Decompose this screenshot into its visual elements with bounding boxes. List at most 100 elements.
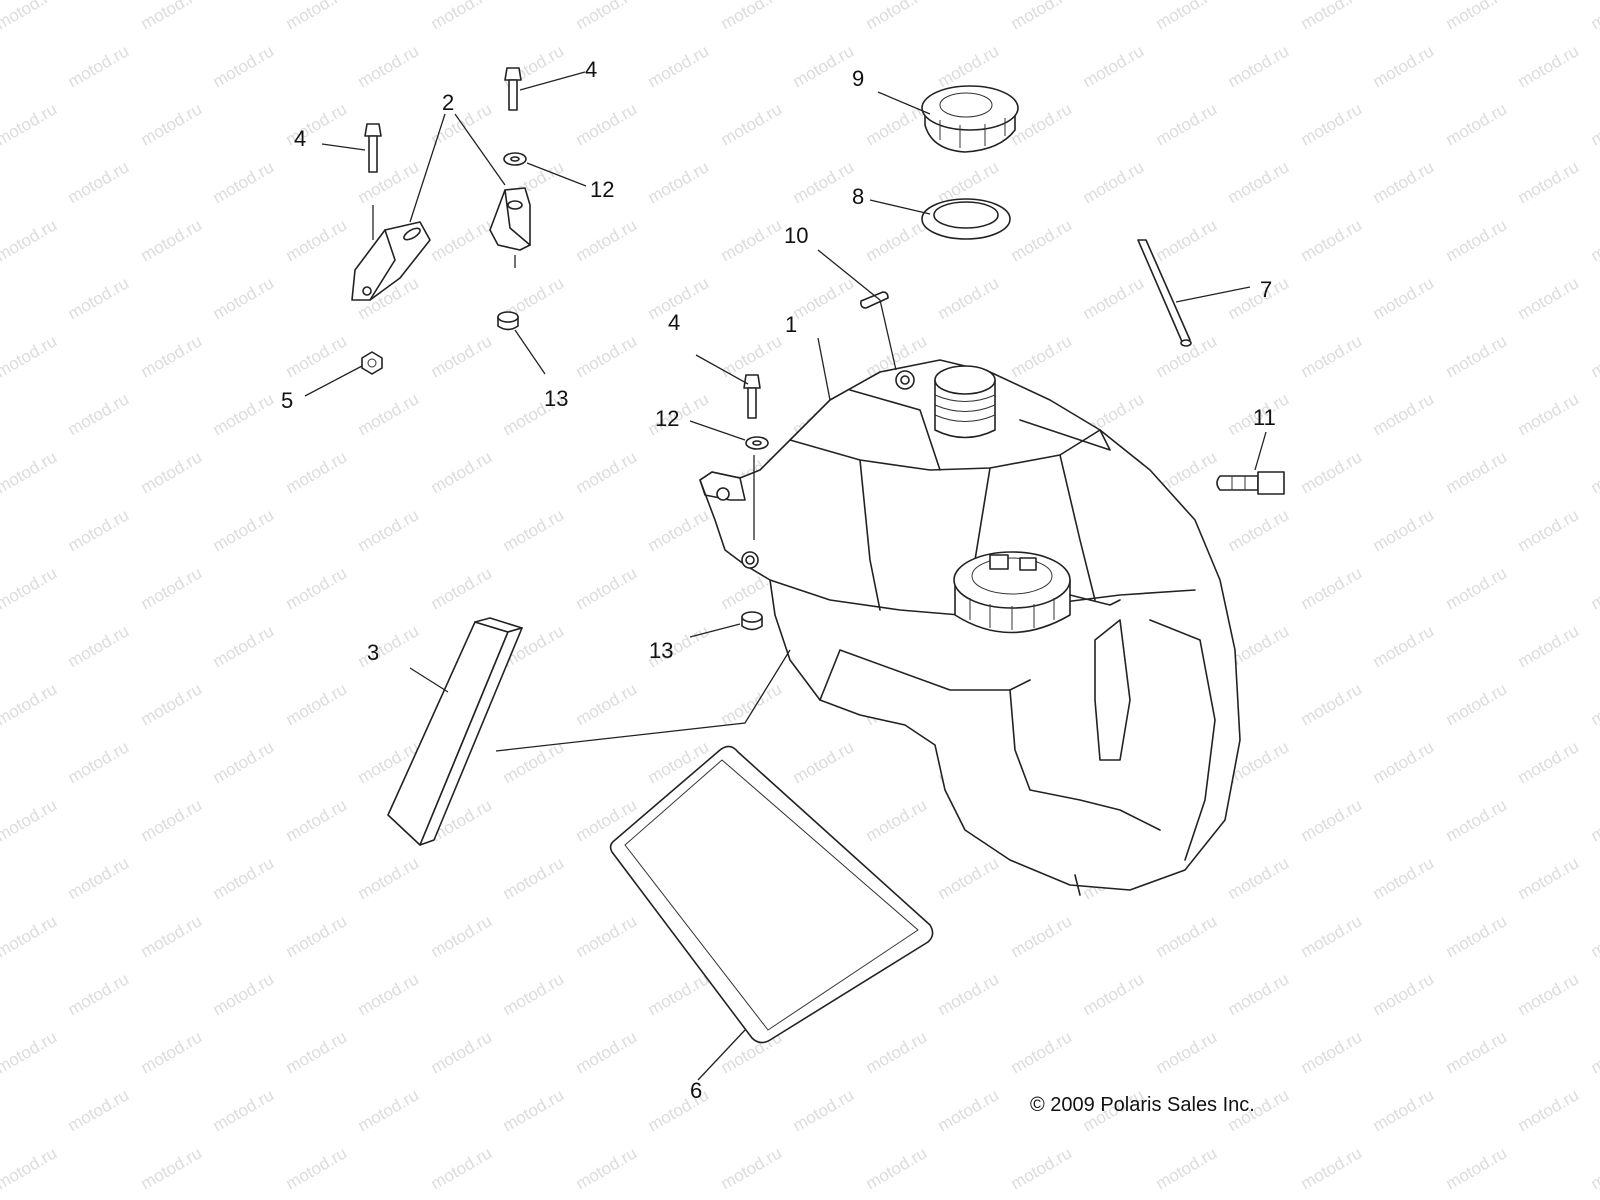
watermark-text: motod.ru	[790, 1085, 858, 1135]
watermark-text: motod.ru	[718, 1143, 786, 1193]
watermark-text: motod.ru	[283, 563, 351, 613]
watermark-text: motod.ru	[0, 795, 60, 845]
watermark-text: motod.ru	[1515, 621, 1583, 671]
watermark-text: motod.ru	[1153, 1027, 1221, 1077]
watermark-text: motod.ru	[210, 969, 278, 1019]
watermark-text: motod.ru	[500, 969, 568, 1019]
watermark-text: motod.ru	[1588, 795, 1600, 845]
watermark-text: motod.ru	[0, 0, 60, 33]
watermark-text: motod.ru	[1443, 1027, 1511, 1077]
watermark-text: motod.ru	[210, 157, 278, 207]
watermark-text: motod.ru	[935, 969, 1003, 1019]
watermark-text: motod.ru	[428, 331, 496, 381]
watermark-text: motod.ru	[1298, 331, 1366, 381]
watermark-text: motod.ru	[863, 795, 931, 845]
watermark-text: motod.ru	[1443, 679, 1511, 729]
watermark-text: motod.ru	[1153, 911, 1221, 961]
watermark-text: motod.ru	[1515, 505, 1583, 555]
watermark-text: motod.ru	[1370, 389, 1438, 439]
watermark-text: motod.ru	[500, 1085, 568, 1135]
watermark-text: motod.ru	[283, 215, 351, 265]
watermark-text: motod.ru	[138, 563, 206, 613]
gasket-part	[921, 198, 1011, 240]
washer-part-upper	[503, 152, 527, 166]
watermark-text: motod.ru	[1515, 157, 1583, 207]
watermark-text: motod.ru	[138, 679, 206, 729]
watermark-text: motod.ru	[500, 853, 568, 903]
watermark-text: motod.ru	[1370, 505, 1438, 555]
callout-7: 7	[1260, 277, 1272, 302]
watermark-text: motod.ru	[355, 157, 423, 207]
watermark-text: motod.ru	[1008, 215, 1076, 265]
foam-pad-part	[387, 617, 523, 846]
callout-13-lower: 13	[649, 638, 673, 663]
watermark-text: motod.ru	[0, 215, 60, 265]
watermark-text: motod.ru	[428, 1027, 496, 1077]
watermark-text: motod.ru	[1298, 99, 1366, 149]
watermark-text: motod.ru	[1443, 215, 1511, 265]
watermark-text: motod.ru	[138, 331, 206, 381]
watermark-text: motod.ru	[1588, 215, 1600, 265]
watermark-text: motod.ru	[428, 1143, 496, 1193]
watermark-text: motod.ru	[65, 389, 133, 439]
callout-12-upper: 12	[590, 177, 614, 202]
watermark-text: motod.ru	[0, 563, 60, 613]
grommet-part-lower	[741, 611, 763, 631]
watermark-text: motod.ru	[935, 41, 1003, 91]
watermark-text: motod.ru	[573, 1027, 641, 1077]
watermark-text: motod.ru	[1298, 795, 1366, 845]
watermark-text: motod.ru	[283, 1027, 351, 1077]
callout-10: 10	[784, 223, 808, 248]
watermark-text: motod.ru	[0, 331, 60, 381]
watermark-text: motod.ru	[1443, 1143, 1511, 1193]
grommet-part-upper	[497, 311, 519, 331]
watermark-text: motod.ru	[65, 1085, 133, 1135]
vent-tube-part	[1137, 239, 1192, 347]
watermark-text: motod.ru	[1298, 447, 1366, 497]
bolt-part-left	[364, 123, 382, 173]
watermark-text: motod.ru	[718, 215, 786, 265]
watermark-text: motod.ru	[718, 331, 786, 381]
heat-shield-part	[609, 745, 934, 1044]
watermark-text: motod.ru	[0, 99, 60, 149]
watermark-text: motod.ru	[790, 737, 858, 787]
watermark-text: motod.ru	[1153, 1143, 1221, 1193]
watermark-text: motod.ru	[1225, 853, 1293, 903]
watermark-text: motod.ru	[1008, 331, 1076, 381]
watermark-text: motod.ru	[1225, 505, 1293, 555]
watermark-text: motod.ru	[0, 1027, 60, 1077]
watermark-text: motod.ru	[1443, 447, 1511, 497]
watermark-text: motod.ru	[1370, 853, 1438, 903]
watermark-text: motod.ru	[1515, 1085, 1583, 1135]
watermark-text: motod.ru	[863, 0, 931, 33]
watermark-text: motod.ru	[1370, 157, 1438, 207]
watermark-text: motod.ru	[1370, 41, 1438, 91]
watermark-text: motod.ru	[1443, 331, 1511, 381]
watermark-text: motod.ru	[1443, 0, 1511, 33]
watermark-text: motod.ru	[1443, 99, 1511, 149]
watermark-text: motod.ru	[863, 1143, 931, 1193]
watermark-text: motod.ru	[138, 795, 206, 845]
watermark-text: motod.ru	[790, 273, 858, 323]
bracket-left-part	[351, 205, 431, 301]
callout-9: 9	[852, 66, 864, 91]
watermark-text: motod.ru	[65, 853, 133, 903]
watermark-text: motod.ru	[573, 99, 641, 149]
watermark-text: motod.ru	[138, 447, 206, 497]
watermark-text: motod.ru	[355, 621, 423, 671]
watermark-text: motod.ru	[1153, 99, 1221, 149]
callout-13-upper: 13	[544, 386, 568, 411]
watermark-text: motod.ru	[790, 41, 858, 91]
watermark-text: motod.ru	[1298, 679, 1366, 729]
watermark-text: motod.ru	[428, 215, 496, 265]
watermark-text: motod.ru	[935, 1085, 1003, 1135]
watermark-text: motod.ru	[790, 157, 858, 207]
copyright-notice: © 2009 Polaris Sales Inc.	[1030, 1094, 1255, 1116]
watermark-text: motod.ru	[428, 563, 496, 613]
watermark-text: motod.ru	[1588, 331, 1600, 381]
watermark-text: motod.ru	[935, 853, 1003, 903]
watermark-text: motod.ru	[1515, 853, 1583, 903]
watermark-text: motod.ru	[1588, 563, 1600, 613]
watermark-text: motod.ru	[1443, 563, 1511, 613]
